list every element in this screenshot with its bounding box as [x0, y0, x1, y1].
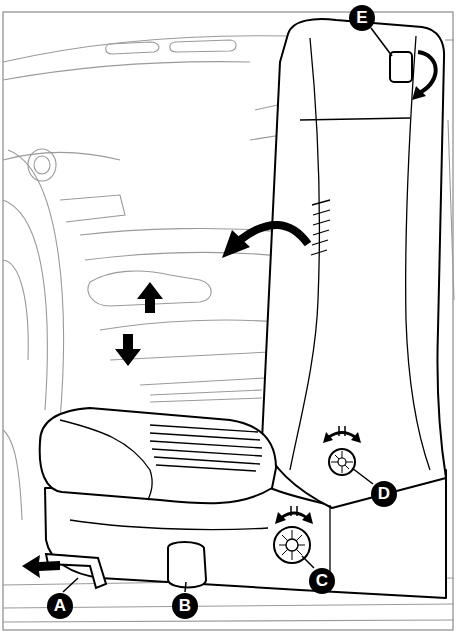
callout-letter: B: [172, 593, 198, 619]
callout-letter: A: [47, 593, 73, 619]
callout-letter: D: [371, 481, 397, 507]
lever-e: [390, 52, 412, 82]
frame: [3, 12, 453, 630]
callout-letter: C: [309, 568, 335, 594]
seat-details: [60, 36, 430, 590]
lever-a: [46, 554, 106, 588]
seat-cushion: [40, 408, 276, 503]
motion-arrows: [22, 86, 426, 578]
lever-b: [168, 542, 206, 588]
backrest: [262, 19, 446, 508]
callout-letter: E: [349, 5, 375, 31]
leader-lines: [63, 28, 392, 592]
seat: [40, 19, 446, 598]
arrow-shafts: [240, 52, 436, 518]
knob-d: [329, 449, 355, 475]
